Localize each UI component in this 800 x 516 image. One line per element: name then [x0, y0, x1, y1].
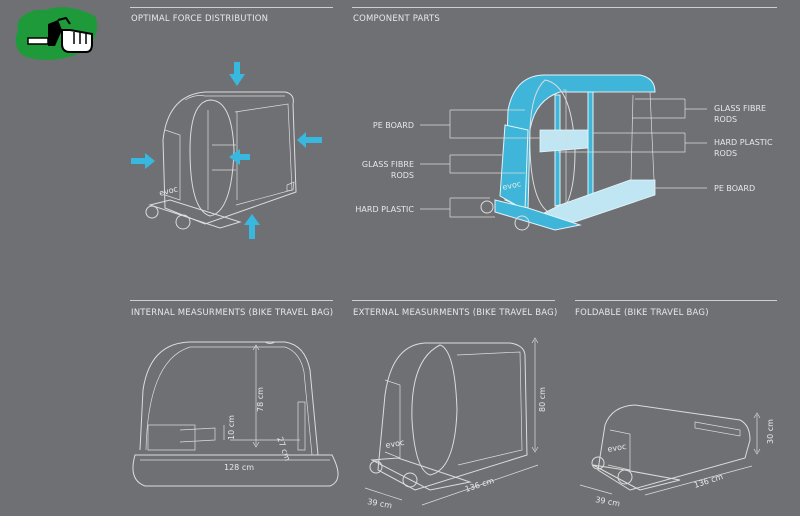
label-glass-fibre-right: GLASS FIBRE [714, 104, 766, 113]
force-arrows [131, 62, 322, 239]
internal-box-height-label: 10 cm [227, 415, 236, 440]
internal-height-label: 78 cm [256, 387, 265, 412]
external-height-label: 80 cm [538, 387, 547, 412]
label-rods-right: RODS [714, 115, 737, 124]
label-pe-board-right: PE BOARD [714, 184, 755, 193]
divider [130, 7, 333, 8]
leader-lines [420, 98, 707, 218]
brand-logo: evoc [385, 438, 405, 450]
arrow-right-icon [229, 149, 250, 165]
arrow-down-icon [229, 62, 245, 86]
arrow-left-icon [297, 132, 322, 148]
section-title-force: OPTIMAL FORCE DISTRIBUTION [131, 14, 269, 24]
label-rods-right-2: RODS [714, 149, 737, 158]
internal-length-label: 128 cm [224, 463, 254, 472]
divider [352, 7, 777, 8]
divider [575, 300, 777, 301]
external-width-label: 39 cm [367, 497, 393, 510]
foldable-length-label: 136 cm [693, 472, 725, 490]
foldable-height-label: 30 cm [766, 419, 775, 444]
arrow-up-icon [244, 214, 260, 239]
divider [130, 300, 333, 301]
arrow-right-icon [131, 153, 155, 169]
label-hard-plastic-right: HARD PLASTIC [714, 138, 773, 147]
brand-logo: evoc [502, 179, 522, 192]
label-rods-left: RODS [391, 171, 414, 180]
foldable-width-label: 39 cm [595, 495, 621, 508]
bag-outline: evoc [145, 91, 297, 230]
divider [352, 300, 555, 301]
label-hard-plastic-left: HARD PLASTIC [355, 205, 414, 214]
pointing-hand-logo-icon [15, 7, 98, 60]
section-title-foldable: FOLDABLE (BIKE TRAVEL BAG) [575, 308, 709, 318]
section-title-components: COMPONENT PARTS [353, 14, 441, 24]
section-title-external: EXTERNAL MEASURMENTS (BIKE TRAVEL BAG) [353, 308, 558, 318]
label-pe-board-left: PE BOARD [373, 121, 414, 130]
section-title-internal: INTERNAL MEASURMENTS (BIKE TRAVEL BAG) [131, 308, 334, 318]
label-glass-fibre-left: GLASS FIBRE [362, 160, 414, 169]
brand-logo: evoc [607, 442, 627, 454]
